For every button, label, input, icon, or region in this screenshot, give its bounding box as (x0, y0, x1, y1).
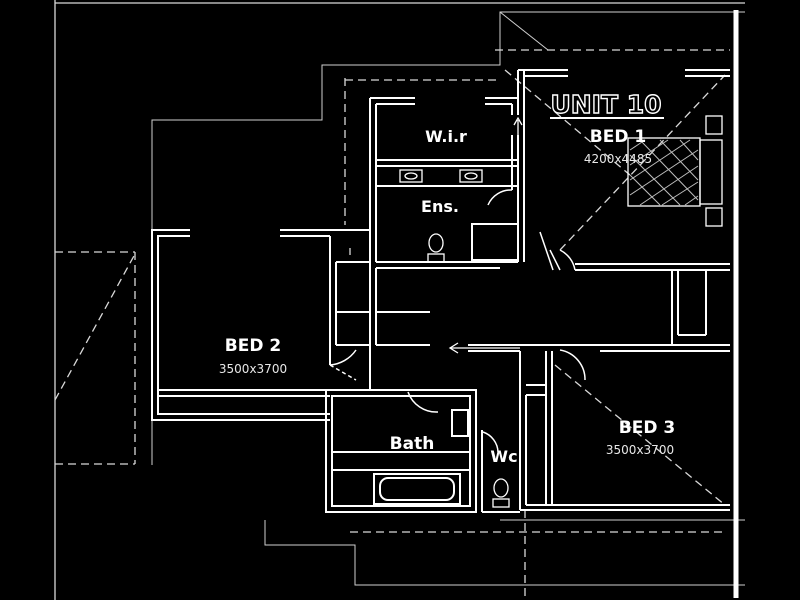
frame-lines (54, 0, 745, 600)
bed-furniture (627, 115, 723, 227)
unit-title: UNIT 10 (550, 90, 661, 119)
fixtures (399, 169, 510, 508)
room-label-bath: Bath (390, 434, 435, 454)
room-labels: BED 1 4200x4485 BED 2 3500x3700 BED 3 35… (219, 127, 675, 466)
walls (151, 10, 739, 598)
room-label-ensuite: Ens. (421, 197, 459, 216)
room-dim-bed-3: 3500x3700 (606, 443, 674, 457)
room-label-bed-1: BED 1 (590, 127, 646, 147)
roof-dashed-lines (54, 49, 730, 598)
room-label-bed-3: BED 3 (619, 418, 675, 438)
site-outline-lines (151, 11, 745, 586)
arrows (448, 116, 523, 354)
room-label-wc: Wc (490, 447, 517, 466)
door-swings (329, 189, 586, 453)
room-label-bed-2: BED 2 (225, 336, 281, 356)
room-dim-bed-2: 3500x3700 (219, 362, 287, 376)
room-label-wir: W.i.r (425, 127, 467, 146)
room-dim-bed-1: 4200x4485 (584, 152, 652, 166)
unit-title-group: UNIT 10 (550, 89, 664, 120)
